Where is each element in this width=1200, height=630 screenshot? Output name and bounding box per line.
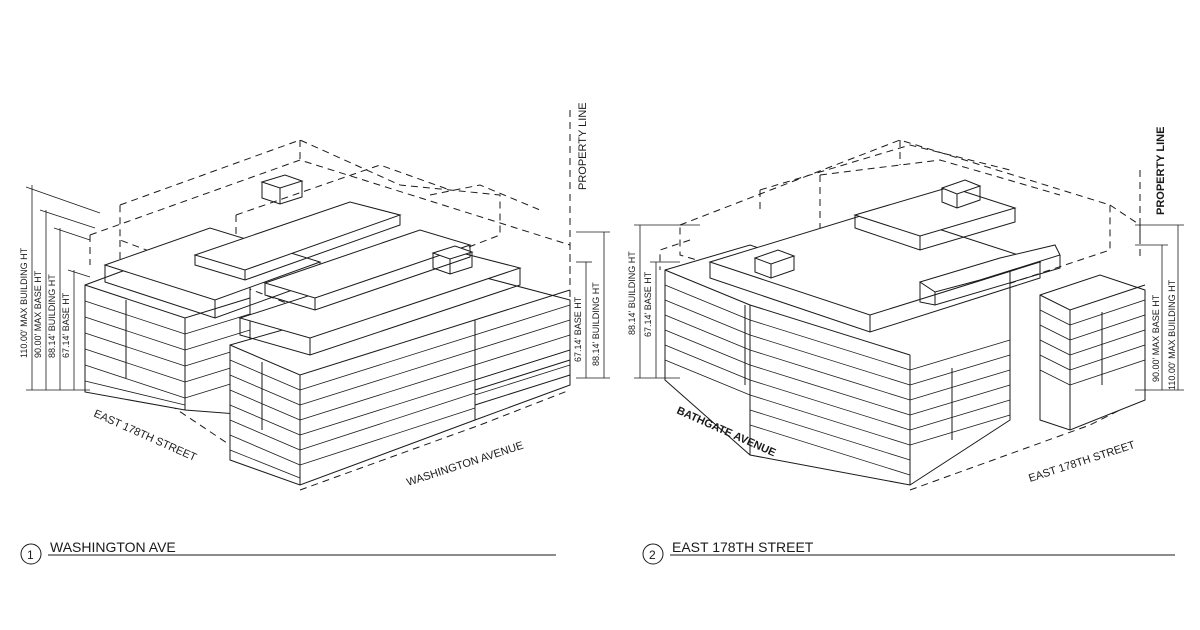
view-1-street-washington-avenue: WASHINGTON AVENUE xyxy=(405,440,525,489)
view-1-dim-right-base-ht: 67.14' BASE HT xyxy=(573,296,583,362)
view-2-left-dimensions: 88.14' BUILDING HT 67.14' BASE HT xyxy=(627,224,700,379)
view-2-number: 2 xyxy=(649,548,656,562)
view-1-left-dimensions: 110.00' MAX BUILDING HT 90.00' MAX BASE … xyxy=(19,185,101,391)
view-1-street-east-178th: EAST 178TH STREET xyxy=(92,408,199,464)
view-1-washington-ave: 110.00' MAX BUILDING HT 90.00' MAX BASE … xyxy=(19,102,610,565)
view-2-dim-base-ht: 67.14' BASE HT xyxy=(643,271,653,337)
view-2-dim-max-building-ht: 110.00' MAX BUILDING HT xyxy=(1167,279,1177,390)
view-1-title: WASHINGTON AVE xyxy=(50,539,176,555)
view-2-dim-max-base-ht: 90.00' MAX BASE HT xyxy=(1151,294,1161,382)
view-2-title: EAST 178TH STREET xyxy=(672,539,814,555)
view-1-building-massing xyxy=(84,174,571,486)
view-1-property-line-label: PROPERTY LINE xyxy=(577,102,589,190)
view-2-street-east-178th: EAST 178TH STREET xyxy=(1027,439,1137,485)
view-1-dim-base-ht: 67.14' BASE HT xyxy=(61,292,71,358)
view-1-caption: 1 WASHINGTON AVE xyxy=(20,539,556,565)
view-2-east-178th-street: 88.14' BUILDING HT 67.14' BASE HT 90.00'… xyxy=(627,127,1184,565)
view-2-property-line-label: PROPERTY LINE xyxy=(1155,127,1167,215)
view-2-right-dimensions: 90.00' MAX BASE HT 110.00' MAX BUILDING … xyxy=(1135,224,1184,391)
view-1-right-dimensions: 67.14' BASE HT 88.14' BUILDING HT xyxy=(573,231,610,379)
view-1-dim-max-building-ht: 110.00' MAX BUILDING HT xyxy=(19,247,29,358)
view-2-dim-building-ht: 88.14' BUILDING HT xyxy=(627,251,637,335)
view-1-dim-max-base-ht: 90.00' MAX BASE HT xyxy=(33,270,43,358)
view-2-building-massing xyxy=(664,179,1146,486)
view-1-dim-right-building-ht: 88.14' BUILDING HT xyxy=(591,282,601,366)
view-1-number: 1 xyxy=(27,548,34,562)
view-1-dim-building-ht: 88.14' BUILDING HT xyxy=(47,274,57,358)
view-2-caption: 2 EAST 178TH STREET xyxy=(642,539,1175,565)
